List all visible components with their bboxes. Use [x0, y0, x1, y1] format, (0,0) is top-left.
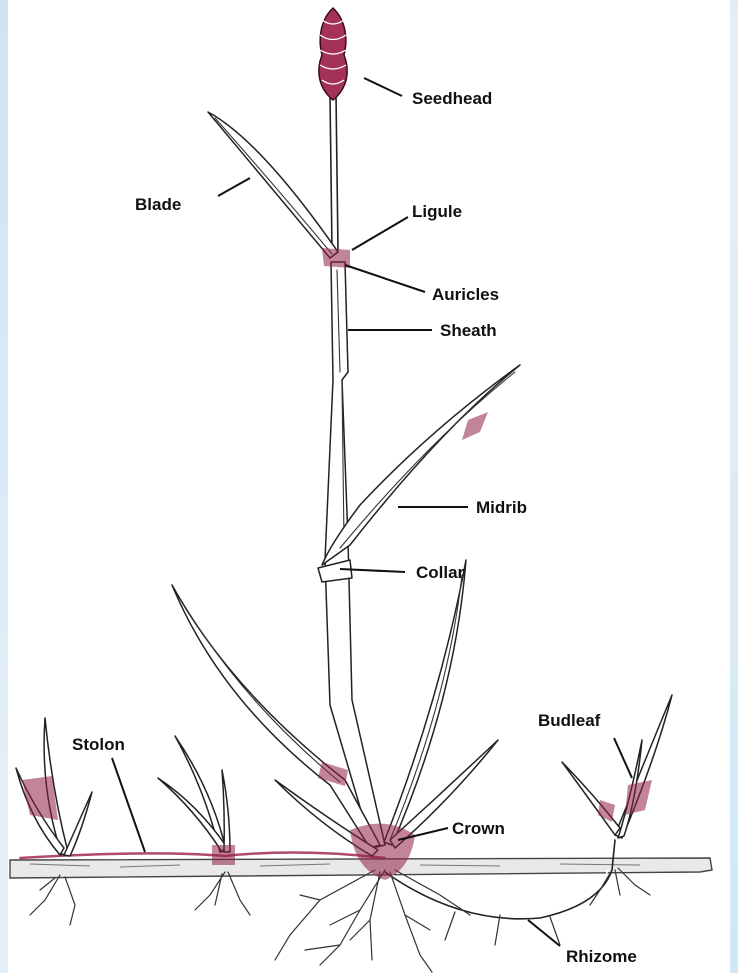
seedhead-spike [319, 8, 347, 100]
label-collar: Collar [416, 563, 465, 582]
label-midrib: Midrib [476, 498, 527, 517]
label-ligule: Ligule [412, 202, 462, 221]
label-stolon: Stolon [72, 735, 125, 754]
label-auricles: Auricles [432, 285, 499, 304]
label-seedhead: Seedhead [412, 89, 492, 108]
label-sheath: Sheath [440, 321, 497, 340]
label-blade: Blade [135, 195, 181, 214]
label-crown: Crown [452, 819, 505, 838]
label-rhizome: Rhizome [566, 947, 637, 966]
label-budleaf: Budleaf [538, 711, 601, 730]
